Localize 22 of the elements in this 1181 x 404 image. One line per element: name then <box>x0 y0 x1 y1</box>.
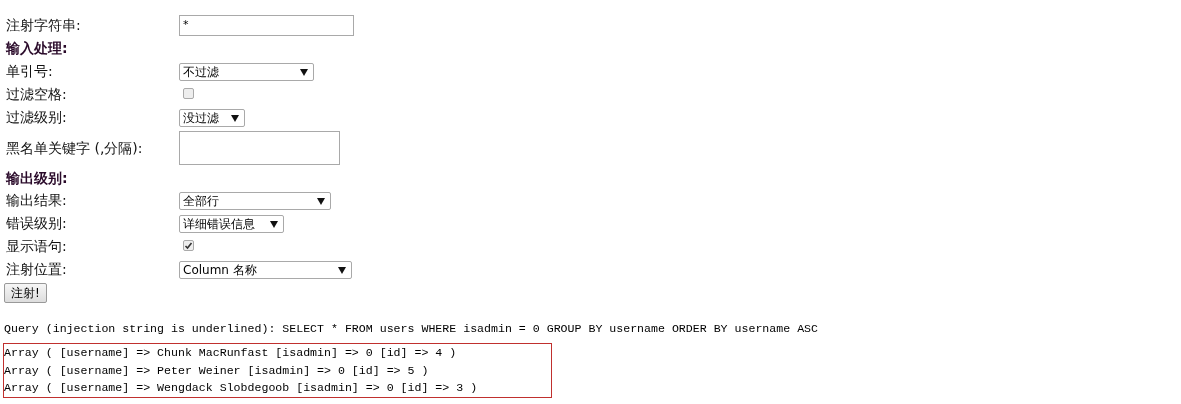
submit-button: 注射! <box>4 283 47 303</box>
dropdown: 详细错误信息 <box>179 215 284 233</box>
text-input-field: * <box>179 15 354 36</box>
result-row-text: Array ( [username] => Peter Weiner [isadmin] => 0 [id] => 5 ) <box>4 362 430 379</box>
form-label: 显示语句: <box>6 237 67 255</box>
dropdown: 不过滤 <box>179 63 314 81</box>
dropdown: Column 名称 <box>179 261 352 279</box>
result-row-text: Array ( [username] => Chunk MacRunfast [isadmin] => 0 [id] => 4 ) <box>4 345 458 361</box>
form-label: 注射位置: <box>6 260 67 278</box>
dropdown: 没过滤 <box>179 109 245 127</box>
form-label: 注射字符串: <box>6 16 81 34</box>
form-label: 过滤级别: <box>6 108 67 126</box>
form-label: 单引号: <box>6 62 53 80</box>
dropdown: 全部行 <box>179 192 331 210</box>
result-row-text: Array ( [username] => Wengdack Slobdegoob [isadmin] => 0 [id] => 3 ) <box>4 380 479 396</box>
section-heading: 输入处理: <box>6 39 68 57</box>
section-heading: 输出级别: <box>6 169 68 187</box>
form-label: 黑名单关键字 (,分隔): <box>6 139 143 157</box>
form-label: 错误级别: <box>6 214 67 232</box>
result-box <box>3 343 552 398</box>
form-label: 过滤空格: <box>6 85 67 103</box>
form-label: 输出结果: <box>6 191 67 209</box>
